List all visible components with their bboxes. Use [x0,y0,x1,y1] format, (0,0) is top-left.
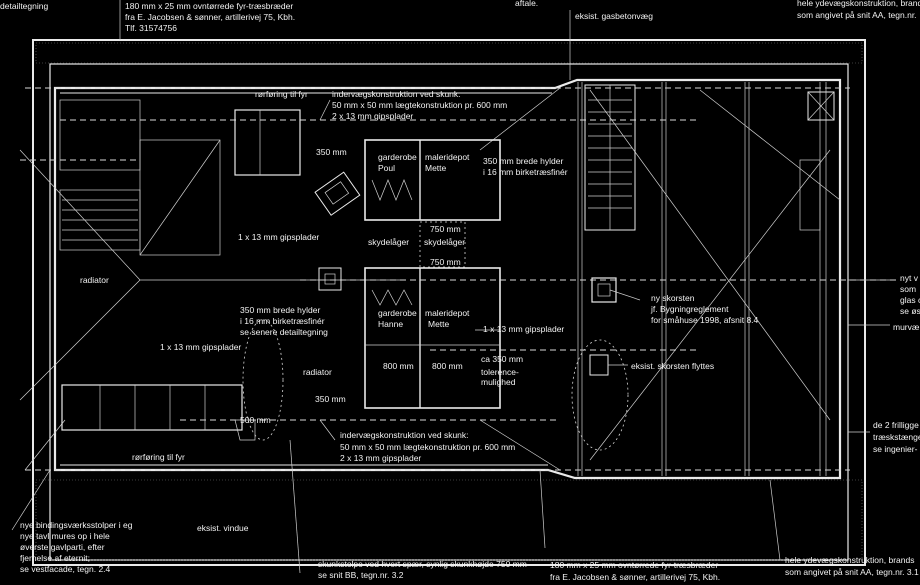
label-gips-1x13-lower: 1 x 13 mm gipsplader [160,342,241,352]
stairs [584,84,636,231]
label-wardrobe-poul-1: garderobe [378,152,417,162]
label-exterior-top-1: hele ydevægskonstruktion, brands [797,0,920,8]
label-sliding-1: skydelåger [368,237,409,247]
label-oven-board-top-3: Tlf. 31574756 [125,23,177,33]
label-tolerance-2: mulighed [481,377,516,387]
label-skunk-2: se snit BB, tegn.nr. 3.2 [318,570,404,580]
label-tolerance-1: tolerence- [481,367,519,377]
label-chimney-3: for småhuse 1998, afsnit 8.4 [651,315,759,325]
label-paint-mette-top-2: Mette [425,163,447,173]
label-rafters-2: træskstænge [873,432,920,442]
label-rafters-1: de 2 frilligge [873,420,919,430]
label-new-studs-1: nye bindingsværksstolper i eg [20,520,133,530]
label-exterior-bottom-2: som angivet på snit AA, tegn.nr. 3.1 [785,567,919,577]
label-gips-1x13-left: 1 x 13 mm gipsplader [238,232,319,242]
hip-lines [19,87,841,471]
label-shelves-mid-1: 350 mm brede hylder [240,305,320,315]
label-inner-wall-top-3: 2 x 13 mm gipsplader [332,111,413,121]
label-gas-pipe: eksist. gasbetonvæg [575,11,653,21]
window-box-right [799,91,835,231]
label-inner-wall-top-2: 50 mm x 50 mm lægtekonstruktion pr. 600 … [332,100,507,110]
leader-lines [11,0,890,574]
label-radiator-mid: radiator [303,367,332,377]
label-chimney-1: ny skorsten [651,293,695,303]
label-radiator-left: radiator [80,275,109,285]
label-oven-board-bottom-1: 180 mm x 25 mm ovntørrede fyr-træsbræder [550,560,718,570]
label-oven-board-bottom-2: fra E. Jacobsen & sønner, artillerivej 7… [550,572,720,582]
label-new-studs-2: nye tavl mures op i hele [20,531,110,541]
chimney-new [591,277,617,303]
roof-slope-lines [20,87,900,471]
label-shelves-mid-3: se senere detailtegning [240,327,328,337]
label-paint-mette-top-1: maleridepot [425,152,470,162]
label-dim-800-b: 800 mm [432,361,463,371]
label-shelves-mid-2: i 16 mm birketræsfinér [240,316,325,326]
label-chimney-move: eksist. skorsten flyttes [631,361,714,371]
left-shelving [59,99,301,441]
label-aftale: aftale. [515,0,538,8]
label-dim-800-a: 800 mm [383,361,414,371]
label-right-edge-4: se øs [900,306,920,316]
label-dim-500: 500 mm [240,415,271,425]
label-sliding-2: skydelåger [424,237,465,247]
rafter-lines [577,82,827,476]
label-detail-top-left: detailtegning [0,1,48,11]
label-shelves-top-1: 350 mm brede hylder [483,156,563,166]
label-wardrobe-poul-2: Poul [378,163,395,173]
label-paint-mette-mid-2: Mette [428,319,450,329]
label-new-studs-5: se vestfacade, tegn. 2.4 [20,564,111,574]
label-pipe-top: rørføring til fyr [255,89,308,99]
label-window: eksist. vindue [197,523,249,533]
label-inner-wall-low-2: 50 mm x 50 mm lægtekonstruktion pr. 600 … [340,442,515,452]
label-oven-board-top-1: 180 mm x 25 mm ovntørrede fyr-træsbræder [125,1,293,11]
label-dim-750-top: 750 mm [430,224,461,234]
label-new-studs-3: øverste gavlparti, efter [20,542,105,552]
stove-symbol [314,171,361,216]
label-dim-750-mid: 750 mm [430,257,461,267]
label-inner-wall-low-3: 2 x 13 mm gipsplader [340,453,421,463]
label-skunk-1: skunkstolpe ved hvert spær, synlig skunk… [318,559,527,569]
label-right-edge-2: som [900,284,916,294]
label-wardrobe-hanne-1: garderobe [378,308,417,318]
label-exterior-top-2: som angivet på snit AA, tegn.nr. [797,10,917,20]
label-oven-board-top-2: fra E. Jacobsen & sønner, artillerivej 7… [125,12,295,22]
label-paint-mette-mid-1: maleridepot [425,308,470,318]
label-pipe-low: rørføring til fyr [132,452,185,462]
label-ca-350: ca 350 mm [481,354,523,364]
label-dim-350-low: 350 mm [315,394,346,404]
label-rafters-3: se ingenier- [873,444,918,454]
label-right-edge-1: nyt v [900,273,919,283]
label-right-edge-5: murvæ [893,322,920,332]
label-inner-wall-top-1: indervægskonstruktion ved skunk: [332,89,461,99]
central-cabinets [364,139,501,409]
label-dim-350-top: 350 mm [316,147,347,157]
label-wardrobe-hanne-2: Hanne [378,319,403,329]
chimney-existing [242,267,629,451]
label-right-edge-3: glas c [900,295,920,305]
label-shelves-top-2: i 16 mm birketræsfinér [483,167,568,177]
outer-wall-band [32,39,866,566]
label-chimney-2: jf. Bygningreglement [650,304,729,314]
label-exterior-bottom-1: hele ydevægskonstruktion, brands [785,555,914,565]
label-new-studs-4: fjernelse af eternit; [20,553,90,563]
label-gips-1x13-right: 1 x 13 mm gipsplader [483,324,564,334]
label-inner-wall-low-1: indervægskonstruktion ved skunk: [340,430,469,440]
